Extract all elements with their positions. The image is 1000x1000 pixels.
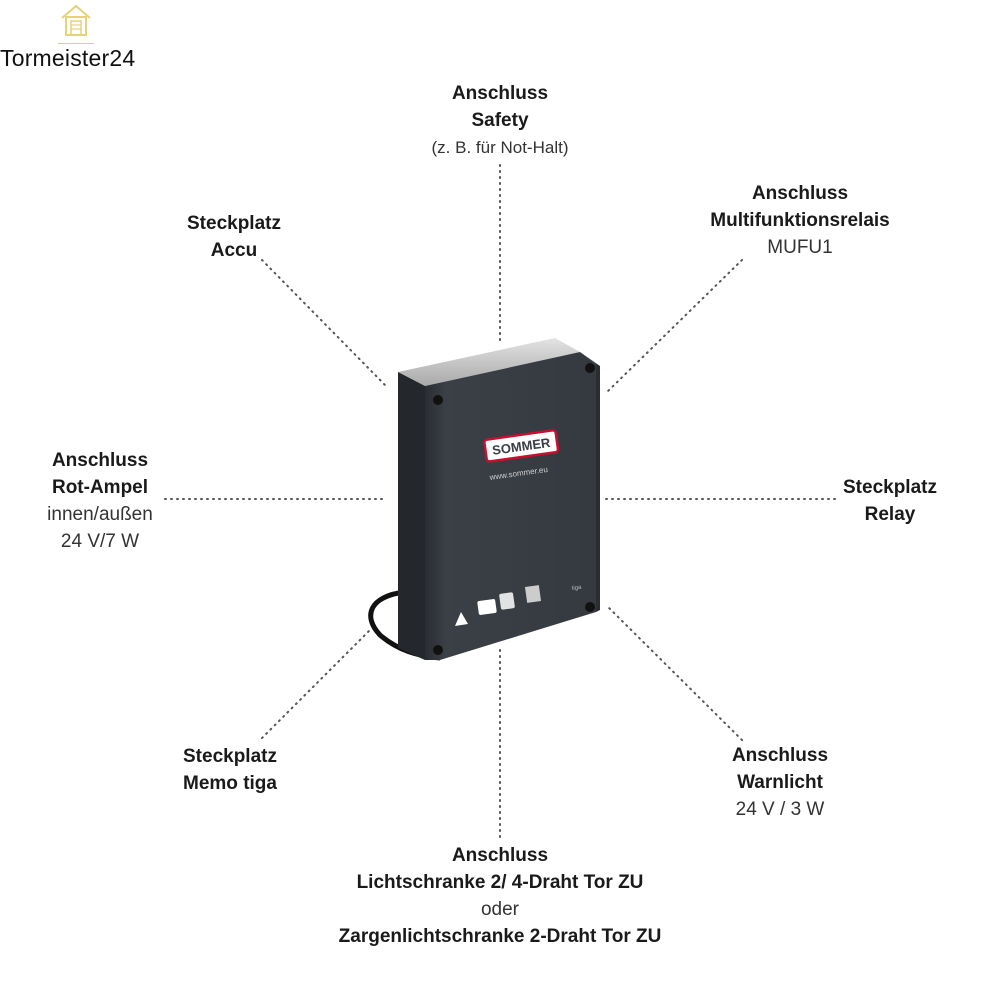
callout-ampel-line3: innen/außen: [47, 504, 153, 525]
callout-licht: Anschluss Lichtschranke 2/ 4-Draht Tor Z…: [320, 842, 680, 950]
callout-relay-line2: Relay: [864, 504, 916, 525]
callout-licht-line1: Anschluss: [451, 845, 549, 866]
callout-licht-line3: oder: [480, 899, 520, 920]
callout-mufu: Anschluss Multifunktionsrelais MUFU1: [660, 180, 940, 261]
sommer-logo: SOMMER: [483, 429, 560, 463]
qr-code-icon: [524, 585, 542, 603]
screw-icon: [585, 363, 595, 373]
callout-mufu-line3: MUFU1: [767, 237, 833, 258]
callout-safety-line1: Anschluss: [451, 83, 549, 104]
brand-name: Tormeister24: [0, 45, 136, 71]
callout-accu-line1: Steckplatz: [187, 213, 281, 234]
callout-safety-line2: Safety: [471, 110, 529, 131]
leader-line-warn: [605, 604, 743, 741]
callout-mufu-line2: Multifunktionsrelais: [710, 210, 890, 231]
warning-triangle-icon: [455, 612, 468, 626]
callout-accu: Steckplatz Accu: [144, 210, 324, 264]
callout-ampel: Anschluss Rot-Ampel innen/außen 24 V/7 W: [20, 447, 180, 555]
leader-line-accu: [261, 259, 386, 386]
screw-icon: [433, 395, 443, 405]
callout-accu-line2: Accu: [210, 240, 258, 261]
brand-logo: Tormeister24: [0, 0, 160, 78]
device-model: tiga: [571, 585, 582, 592]
device-housing: [398, 372, 425, 660]
callout-warn-line3: 24 V / 3 W: [735, 799, 825, 820]
device-lid: [398, 338, 580, 386]
house-icon: [61, 4, 91, 36]
gs-mark-icon: [499, 592, 515, 610]
callout-mufu-line1: Anschluss: [751, 183, 849, 204]
callout-ampel-line1: Anschluss: [51, 450, 149, 471]
leader-line-memo: [261, 629, 371, 739]
callout-licht-line2: Lichtschranke 2/ 4-Draht Tor ZU: [356, 872, 644, 893]
callout-relay: Steckplatz Relay: [820, 474, 960, 528]
callout-warn-line1: Anschluss: [731, 745, 829, 766]
callout-memo-line2: Memo tiga: [183, 773, 277, 794]
callout-ampel-line2: Rot-Ampel: [51, 477, 149, 498]
screw-icon: [433, 645, 443, 655]
callout-relay-line1: Steckplatz: [843, 477, 937, 498]
callout-warn-line2: Warnlicht: [737, 772, 823, 793]
callout-safety-line3: (z. B. für Not-Halt): [431, 138, 569, 157]
callout-memo: Steckplatz Memo tiga: [140, 743, 320, 797]
callout-licht-line4: Zargenlichtschranke 2-Draht Tor ZU: [338, 926, 662, 947]
screw-icon: [585, 602, 595, 612]
certification-badge: [477, 599, 497, 615]
callout-warn: Anschluss Warnlicht 24 V / 3 W: [680, 742, 880, 823]
logo-divider: [58, 43, 94, 44]
callout-ampel-line4: 24 V/7 W: [60, 531, 140, 552]
callout-memo-line1: Steckplatz: [183, 746, 277, 767]
leader-line-mufu: [605, 259, 743, 394]
callout-safety: Anschluss Safety (z. B. für Not-Halt): [380, 80, 620, 161]
